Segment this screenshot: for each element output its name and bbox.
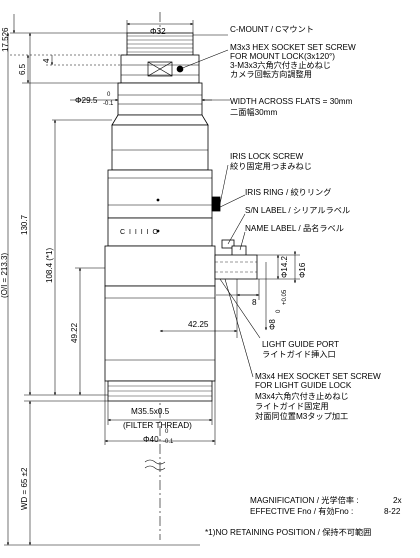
taper: [111, 114, 209, 126]
dim-108-4: 108.4 (*1): [45, 247, 54, 283]
callout-hex2-l5: 対面同位置M3タップ加工: [255, 412, 349, 421]
callout-iris-ring: IRIS RING / 絞りリング: [245, 188, 332, 197]
callout-hex2-l1: M3x4 HEX SOCKET SET SCREW: [255, 372, 381, 381]
dim-d8-tol-top: +0.05: [282, 289, 288, 305]
spec-mag-value: 2x: [393, 496, 402, 505]
light-guide-body: [104, 245, 216, 287]
dim-d29-5-tol-bot: -0.1: [103, 101, 114, 107]
dim-d16: Φ16: [298, 262, 307, 278]
upper-body: [111, 124, 209, 171]
callout-lg-port-l1: LIGHT GUIDE PORT: [262, 340, 340, 349]
dim-49-22: 49.22: [70, 322, 79, 343]
dim-d40-tol-bot: -0.1: [163, 439, 174, 445]
dim-8: 8: [252, 298, 257, 307]
dim-d29-5: Φ29.5: [75, 96, 98, 105]
leader-lines: [179, 34, 261, 378]
callout-flats-l2: 二面幅30mm: [230, 108, 278, 117]
dim-m35-5: M35.5x0.5: [131, 407, 170, 416]
dimension-lines: [4, 14, 300, 546]
flats-section: [117, 82, 203, 116]
spec-fno-label: EFFECTIVE Fno / 有効Fno :: [250, 507, 354, 516]
callout-hex2-l4: ライトガイド固定用: [255, 402, 329, 411]
callout-hex1-l3: 3-M3x3六角穴付き止めねじ: [230, 61, 331, 70]
dim-d8-tol-bot: 0: [276, 309, 282, 313]
callout-name-label: NAME LABEL / 品名ラベル: [245, 224, 344, 233]
callout-hex1-l2: FOR MOUNT LOCK(3x120°): [230, 52, 336, 61]
dim-6-5: 6.5: [18, 63, 27, 75]
callout-hex1-l1: M3x3 HEX SOCKET SET SCREW: [230, 43, 356, 52]
callout-hex2-l2: FOR LIGHT GUIDE LOCK: [255, 381, 352, 390]
callout-hex2-l3: M3x4六角穴付き止めねじ: [255, 392, 349, 401]
lower-body: [104, 285, 216, 382]
footnote: *1)NO RETAINING POSITION / 保持不可範囲: [205, 528, 372, 537]
callout-iris-lock-l2: 絞り固定用つまみねじ: [230, 162, 312, 171]
dim-d40-tol-top: 0: [165, 429, 169, 435]
dim-42-25: 42.25: [188, 320, 209, 329]
dim-wd: WD = 65 ±2: [20, 467, 29, 510]
dim-oi: (O/I = 213.3): [0, 252, 9, 298]
dim-4: 4: [42, 58, 51, 63]
spec-mag-label: MAGNIFICATION / 光学倍率 :: [250, 496, 359, 505]
mid-body: [107, 217, 213, 247]
engraving-text: C I I I I O: [120, 229, 160, 236]
dim-d8: Φ8: [268, 319, 277, 330]
callout-hex1-l4: カメラ回転方向調整用: [230, 70, 312, 79]
dim-d32: Φ32: [150, 27, 166, 36]
dim-filter-thread: (FILTER THREAD): [123, 421, 192, 430]
spec-fno-value: 8-22: [384, 507, 401, 516]
name-label-rect: [231, 245, 247, 257]
screw-dots: [156, 198, 160, 233]
callout-flats-l1: WIDTH ACROSS FLATS = 30mm: [230, 97, 353, 106]
light-guide-port: [214, 254, 258, 280]
dim-17-526: 17.526: [1, 27, 10, 52]
iris-ring: [107, 169, 213, 219]
dim-d40: Φ40: [143, 435, 159, 444]
callout-iris-lock-l1: IRIS LOCK SCREW: [230, 152, 304, 161]
callout-cmount: C-MOUNT / Cマウント: [230, 25, 314, 34]
dim-d29-5-tol-top: 0: [107, 92, 111, 98]
lens-body: [104, 32, 258, 402]
dim-130-7: 130.7: [20, 214, 29, 235]
dim-d14-2: Φ14.2: [280, 256, 289, 278]
callout-lg-port-l2: ライトガイド挿入口: [262, 350, 336, 359]
callout-sn-label: S/N LABEL / シリアルラベル: [245, 206, 351, 215]
